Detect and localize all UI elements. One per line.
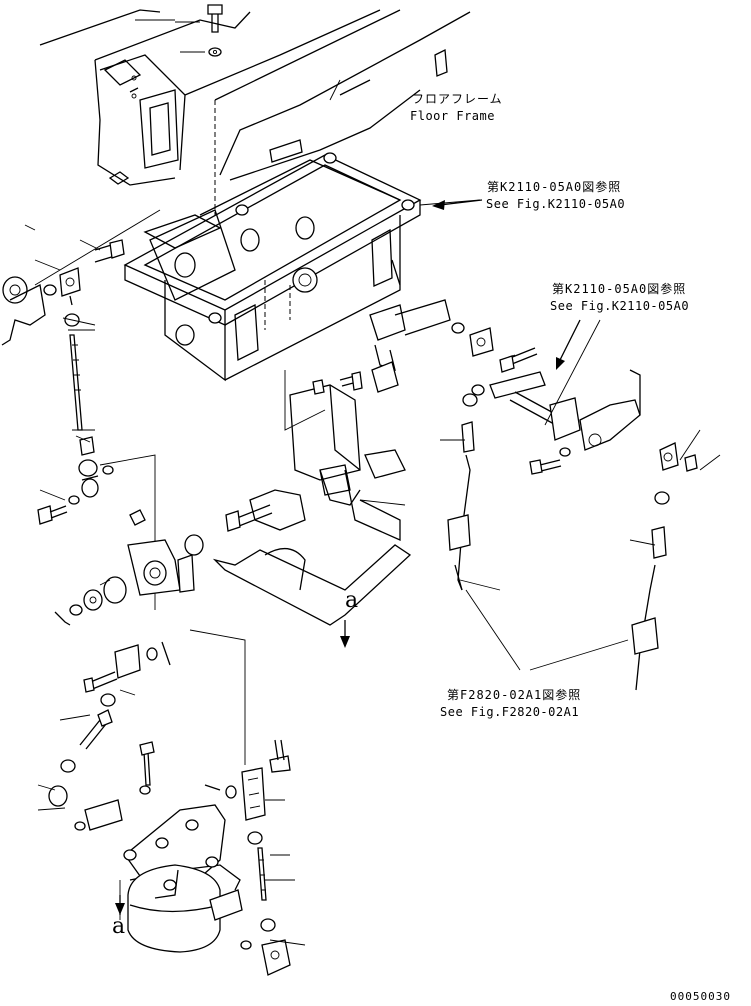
lower-actuator (48, 739, 291, 976)
reference-3-label-en: See Fig.F2820-02A1 (440, 705, 580, 719)
reference-2-label-jp: 第K2110-05A0図参照 (552, 282, 687, 296)
view-marker-bottom: a (112, 914, 126, 939)
reference-1-label-jp: 第K2110-05A0図参照 (487, 180, 622, 194)
view-arrows (115, 199, 581, 915)
reference-2-label-en: See Fig.K2110-05A0 (550, 299, 690, 313)
floor-frame (39, 4, 471, 240)
reference-3-label-jp: 第F2820-02A1図参照 (447, 688, 582, 702)
mount-bracket (184, 370, 412, 626)
leader-lines (24, 19, 721, 946)
floor-frame-label-en: Floor Frame (410, 109, 495, 123)
view-marker-mid: a (345, 588, 359, 613)
floor-frame-label-jp: フロアフレーム (412, 92, 503, 106)
page-number: 00050030 (670, 990, 731, 1003)
mid-linkage (54, 509, 246, 773)
cables (447, 319, 670, 691)
lever-shaft (369, 299, 698, 475)
control-box (123, 152, 422, 382)
reference-1-label-en: See Fig.K2110-05A0 (486, 197, 626, 211)
